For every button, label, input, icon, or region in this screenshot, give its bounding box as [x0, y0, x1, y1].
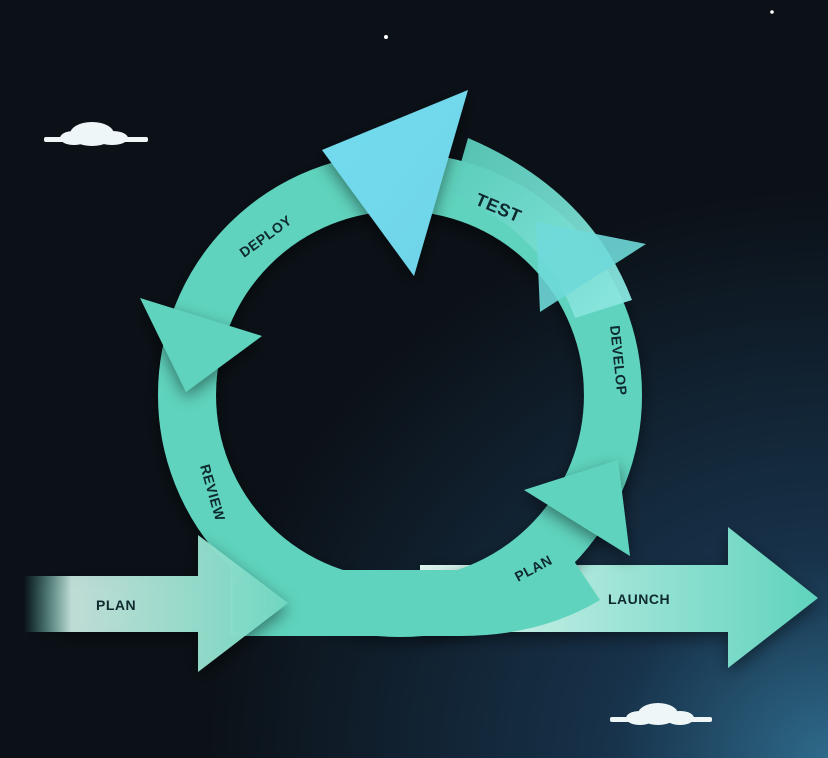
- plan-entry-arrow: [24, 535, 288, 672]
- cloud-bottom-right: [610, 703, 712, 725]
- cloud-top-left: [44, 122, 148, 146]
- plan-band: [230, 540, 600, 636]
- develop-top-arrowhead: [536, 222, 646, 312]
- launch-arrow: [420, 527, 818, 668]
- plan-entry-label: PLAN: [96, 597, 136, 613]
- deploy-arrowhead: [140, 298, 262, 392]
- develop-label: DEVELOP: [607, 325, 630, 397]
- star: [770, 10, 774, 14]
- test-arrowhead: [322, 90, 468, 276]
- develop-arrowhead: [524, 460, 630, 556]
- launch-label: LAUNCH: [608, 591, 670, 607]
- star: [384, 35, 388, 39]
